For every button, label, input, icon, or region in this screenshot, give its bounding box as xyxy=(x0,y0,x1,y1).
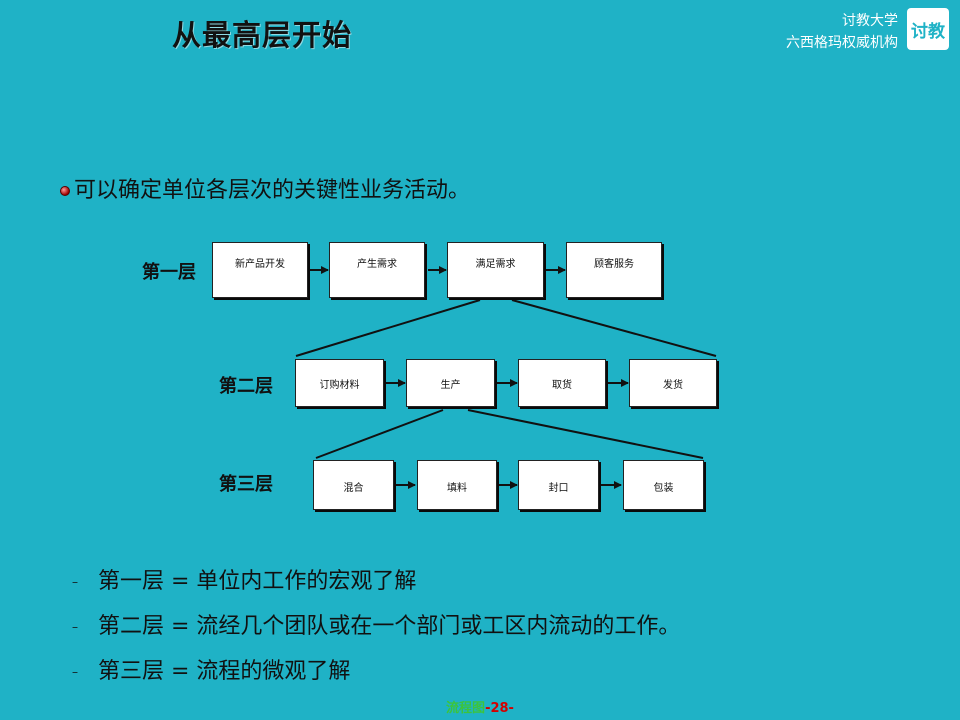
main-bullet: 可以确定单位各层次的关键性业务活动。 xyxy=(60,172,470,204)
process-box-l1-3: 满足需求 xyxy=(447,242,544,298)
process-box-l2-2: 生产 xyxy=(406,359,495,407)
brand-line-1: 讨教大学 xyxy=(842,13,898,29)
level-2-label: 第二层 xyxy=(219,376,273,397)
level-3-label: 第三层 xyxy=(219,474,273,495)
note-item-3: – 第三层 = 流程的微观了解 xyxy=(72,653,350,685)
process-box-l3-1: 混合 xyxy=(313,460,394,510)
process-box-label: 顾客服务 xyxy=(594,259,634,270)
process-box-label: 填料 xyxy=(447,483,467,494)
process-box-l1-4: 顾客服务 xyxy=(566,242,662,298)
note-item-2: – 第二层 = 流经几个团队或在一个部门或工区内流动的工作。 xyxy=(72,608,680,640)
logo-text: 讨教 xyxy=(911,21,945,42)
process-box-l3-2: 填料 xyxy=(417,460,497,510)
expand-line-l1-left xyxy=(295,299,481,357)
process-box-label: 订购材料 xyxy=(319,380,360,391)
process-box-label: 包装 xyxy=(653,483,674,494)
process-box-label: 满足需求 xyxy=(475,259,516,270)
expand-line-l2-left xyxy=(315,409,444,459)
process-box-l2-3: 取货 xyxy=(518,359,606,407)
main-bullet-text: 可以确定单位各层次的关键性业务活动。 xyxy=(74,178,471,203)
brand-logo: 讨教 xyxy=(907,8,949,50)
brand-line-2: 六西格玛权威机构 xyxy=(786,35,898,51)
expand-line-l2-right xyxy=(467,409,704,459)
process-box-l1-1: 新产品开发 xyxy=(212,242,308,298)
slide-title: 从最高层开始 xyxy=(172,18,353,52)
slide-footer: 流程图-28- xyxy=(0,697,960,716)
expand-line-l1-right xyxy=(511,299,717,357)
process-box-label: 封口 xyxy=(548,483,569,494)
dash-icon: – xyxy=(72,620,78,634)
process-box-label: 产生需求 xyxy=(357,259,397,270)
page-number: -28- xyxy=(485,701,514,716)
dash-icon: – xyxy=(72,575,78,589)
note-item-1: – 第一层 = 单位内工作的宏观了解 xyxy=(72,563,416,595)
process-box-l2-4: 发货 xyxy=(629,359,717,407)
process-box-label: 生产 xyxy=(440,380,461,391)
footer-label: 流程图 xyxy=(446,701,486,716)
note-text: 第一层 = 单位内工作的宏观了解 xyxy=(98,569,417,594)
bullet-icon xyxy=(60,186,70,196)
note-text: 第二层 = 流经几个团队或在一个部门或工区内流动的工作。 xyxy=(98,614,681,639)
process-box-label: 取货 xyxy=(552,380,572,391)
process-box-l3-4: 包装 xyxy=(623,460,704,510)
level-1-label: 第一层 xyxy=(142,262,196,283)
dash-icon: – xyxy=(72,665,78,679)
process-box-label: 新产品开发 xyxy=(235,259,285,270)
process-box-l2-1: 订购材料 xyxy=(295,359,384,407)
note-text: 第三层 = 流程的微观了解 xyxy=(98,659,351,684)
process-box-label: 混合 xyxy=(343,483,364,494)
process-box-l3-3: 封口 xyxy=(518,460,599,510)
process-box-l1-2: 产生需求 xyxy=(329,242,425,298)
brand-text: 讨教大学 六西格玛权威机构 xyxy=(786,10,898,54)
process-box-label: 发货 xyxy=(663,380,683,391)
